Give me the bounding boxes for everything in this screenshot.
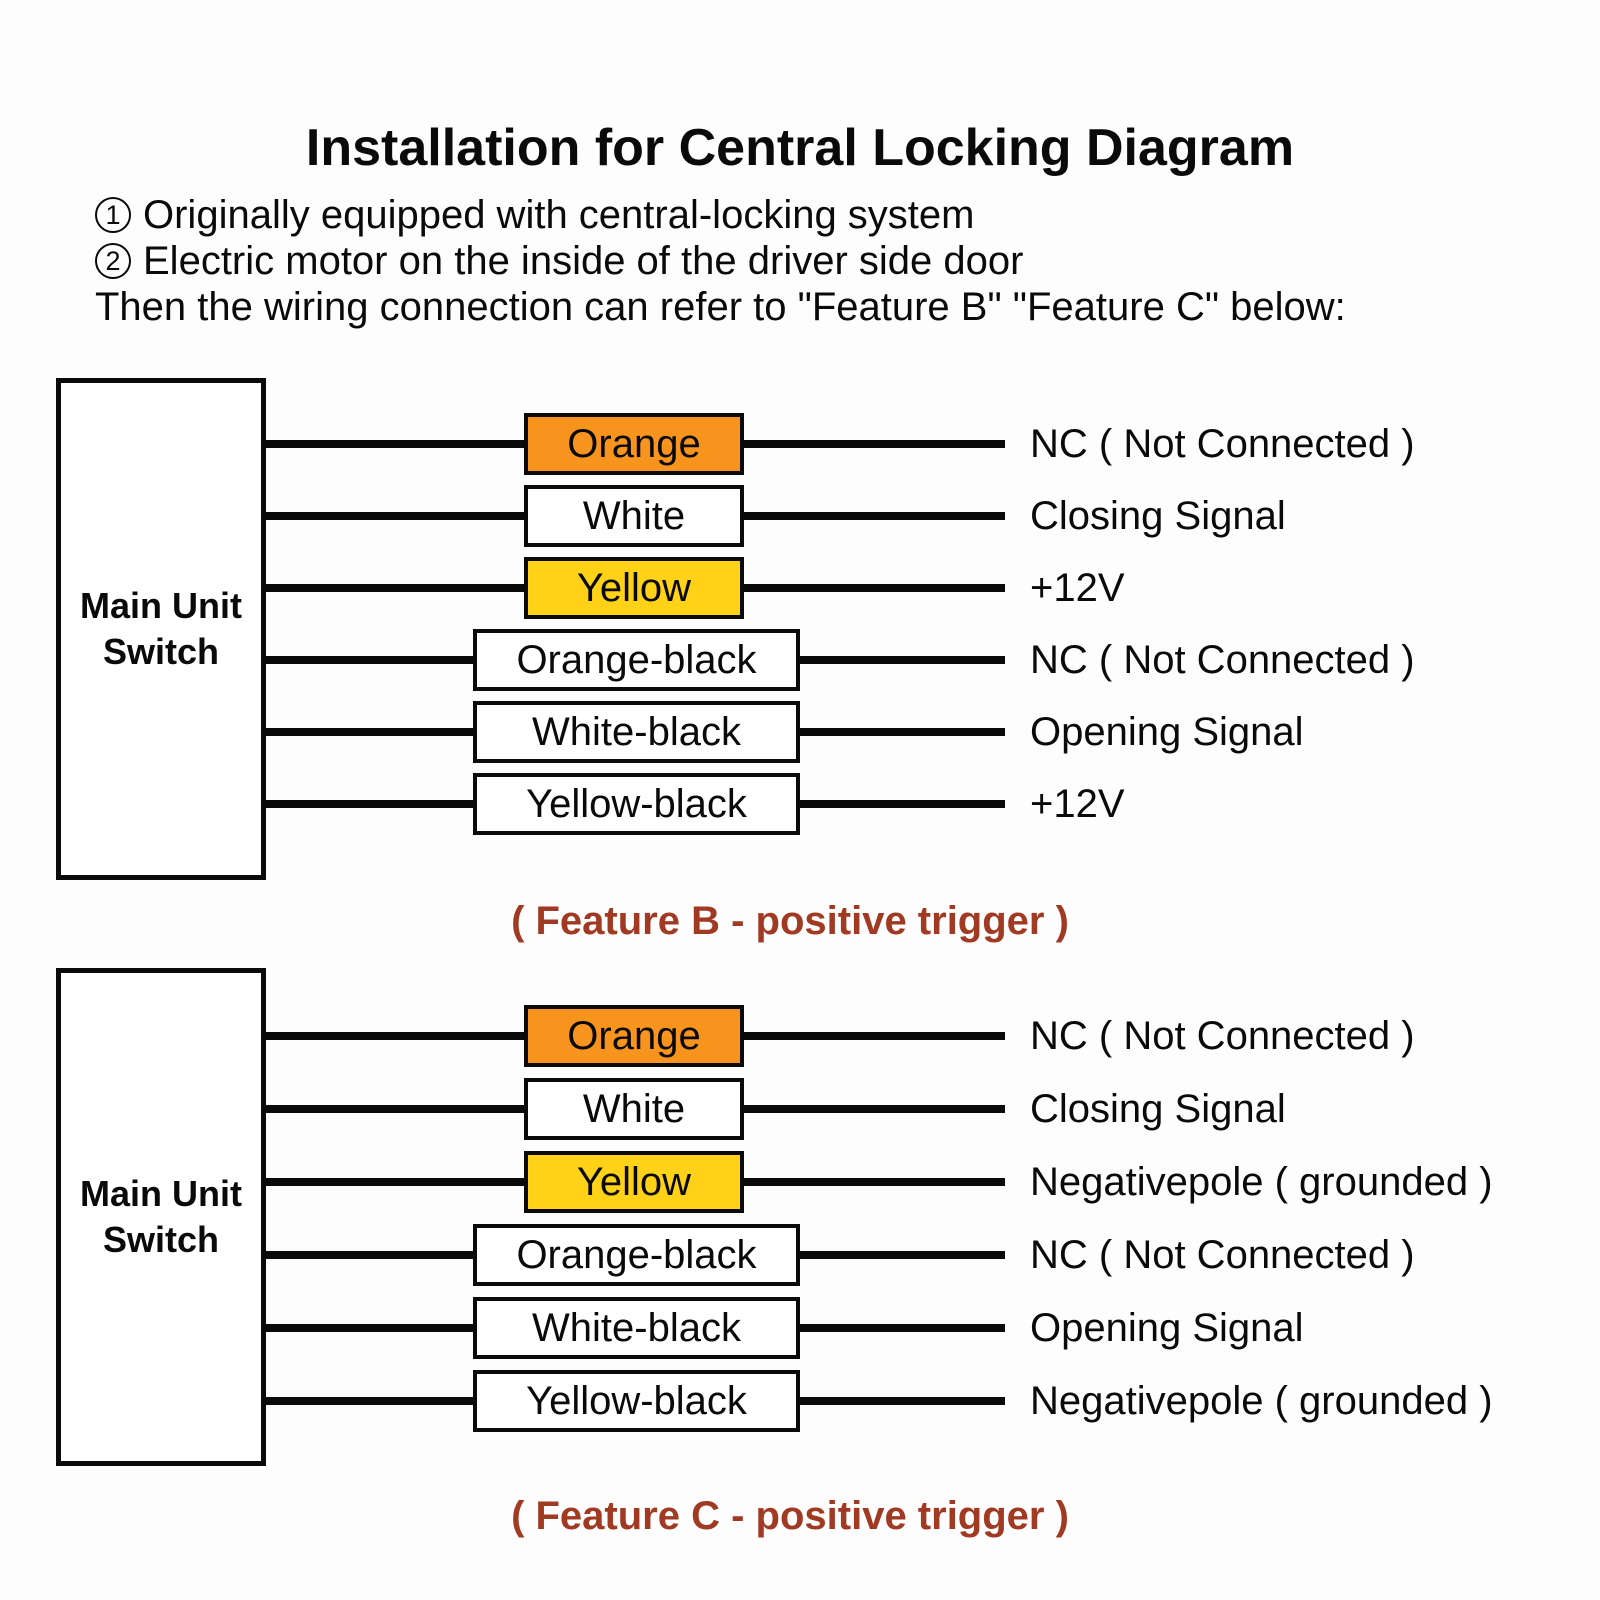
wire-row-b-orange-black: Orange-black NC ( Not Connected ) [0, 629, 1600, 691]
wire-row-c-orange: Orange NC ( Not Connected ) [0, 1005, 1600, 1067]
wire-name: White-black [532, 709, 741, 754]
main-unit-switch-box-b: Main Unit Switch [56, 378, 266, 880]
wire-row-b-yellow: Yellow +12V [0, 557, 1600, 619]
wire-row-c-yellow-black: Yellow-black Negativepole ( grounded ) [0, 1370, 1600, 1432]
feature-c-caption: ( Feature C - positive trigger ) [511, 1494, 1069, 1538]
wire-box-white-black: White-black [473, 1297, 800, 1359]
intro-text-1: Originally equipped with central-locking… [143, 192, 975, 237]
wire-row-c-white: White Closing Signal [0, 1078, 1600, 1140]
wire-line-right [744, 512, 1005, 520]
main-unit-switch-label-line1: Main Unit [80, 1173, 242, 1214]
wire-name: Orange-black [516, 637, 757, 682]
signal-label: Negativepole ( grounded ) [1030, 1160, 1493, 1204]
wire-line-left [266, 1397, 473, 1405]
wire-line-left [266, 656, 473, 664]
wire-row-b-white: White Closing Signal [0, 485, 1600, 547]
signal-label: Closing Signal [1030, 494, 1286, 538]
wire-name: Yellow-black [526, 1378, 747, 1423]
main-unit-switch-label-b: Main Unit Switch [80, 583, 242, 675]
signal-label: Opening Signal [1030, 1306, 1304, 1350]
intro-line-2: 2 Electric motor on the inside of the dr… [95, 238, 1555, 284]
wire-row-b-orange: Orange NC ( Not Connected ) [0, 413, 1600, 475]
wire-line-left [266, 1324, 473, 1332]
feature-b-caption: ( Feature B - positive trigger ) [511, 899, 1069, 943]
wire-box-white: White [524, 1078, 744, 1140]
circled-number-2: 2 [95, 243, 131, 279]
wire-box-orange: Orange [524, 413, 744, 475]
wire-name: Yellow [576, 1159, 692, 1204]
wire-line-right [744, 1105, 1005, 1113]
wire-box-yellow: Yellow [524, 1151, 744, 1213]
wire-row-c-white-black: White-black Opening Signal [0, 1297, 1600, 1359]
wire-line-left [266, 1032, 524, 1040]
intro-line-3: Then the wiring connection can refer to … [95, 284, 1555, 330]
wire-line-left [266, 584, 524, 592]
wire-row-b-yellow-black: Yellow-black +12V [0, 773, 1600, 835]
wire-box-orange-black: Orange-black [473, 629, 800, 691]
signal-label: Closing Signal [1030, 1087, 1286, 1131]
wire-box-white: White [524, 485, 744, 547]
wire-name: White [582, 1086, 686, 1131]
signal-label: NC ( Not Connected ) [1030, 1233, 1415, 1277]
wire-name: Yellow [576, 565, 692, 610]
wire-name: Orange [567, 421, 701, 466]
intro-line-1: 1 Originally equipped with central-locki… [95, 192, 1555, 238]
wire-row-c-orange-black: Orange-black NC ( Not Connected ) [0, 1224, 1600, 1286]
wire-line-left [266, 1251, 473, 1259]
wire-row-b-white-black: White-black Opening Signal [0, 701, 1600, 763]
wire-name: White-black [532, 1305, 741, 1350]
signal-label: NC ( Not Connected ) [1030, 1014, 1415, 1058]
intro-text-2: Electric motor on the inside of the driv… [143, 238, 1024, 283]
main-unit-switch-label-c: Main Unit Switch [80, 1171, 242, 1263]
wire-box-orange-black: Orange-black [473, 1224, 800, 1286]
wire-line-left [266, 512, 524, 520]
wire-line-left [266, 800, 473, 808]
wire-box-orange: Orange [524, 1005, 744, 1067]
wire-line-left [266, 1178, 524, 1186]
intro-text-3: Then the wiring connection can refer to … [95, 284, 1346, 329]
main-unit-switch-label-line2: Switch [102, 1219, 219, 1260]
wire-name: Orange [567, 1013, 701, 1058]
wire-name: White [582, 493, 686, 538]
wire-line-right [744, 1032, 1005, 1040]
main-unit-switch-label-line1: Main Unit [80, 585, 242, 626]
wire-line-right [744, 1178, 1005, 1186]
wire-row-c-yellow: Yellow Negativepole ( grounded ) [0, 1151, 1600, 1213]
signal-label: NC ( Not Connected ) [1030, 638, 1415, 682]
wire-line-right [800, 1397, 1005, 1405]
circled-number-1: 1 [95, 197, 131, 233]
page-title: Installation for Central Locking Diagram [305, 119, 1295, 177]
wire-name: Yellow-black [526, 781, 747, 826]
main-unit-switch-box-c: Main Unit Switch [56, 968, 266, 1466]
wire-line-right [800, 1324, 1005, 1332]
wire-line-right [800, 800, 1005, 808]
wire-line-right [800, 656, 1005, 664]
wire-line-left [266, 728, 473, 736]
wire-line-left [266, 440, 524, 448]
wire-line-right [744, 584, 1005, 592]
signal-label: Opening Signal [1030, 710, 1304, 754]
wire-line-right [744, 440, 1005, 448]
main-unit-switch-label-line2: Switch [102, 631, 219, 672]
wire-box-white-black: White-black [473, 701, 800, 763]
signal-label: Negativepole ( grounded ) [1030, 1379, 1493, 1423]
wire-line-left [266, 1105, 524, 1113]
wire-name: Orange-black [516, 1232, 757, 1277]
wire-box-yellow-black: Yellow-black [473, 773, 800, 835]
wire-box-yellow: Yellow [524, 557, 744, 619]
intro-notes: 1 Originally equipped with central-locki… [95, 192, 1555, 330]
wire-line-right [800, 728, 1005, 736]
signal-label: +12V [1030, 782, 1125, 826]
wire-box-yellow-black: Yellow-black [473, 1370, 800, 1432]
signal-label: NC ( Not Connected ) [1030, 422, 1415, 466]
wire-line-right [800, 1251, 1005, 1259]
signal-label: +12V [1030, 566, 1125, 610]
